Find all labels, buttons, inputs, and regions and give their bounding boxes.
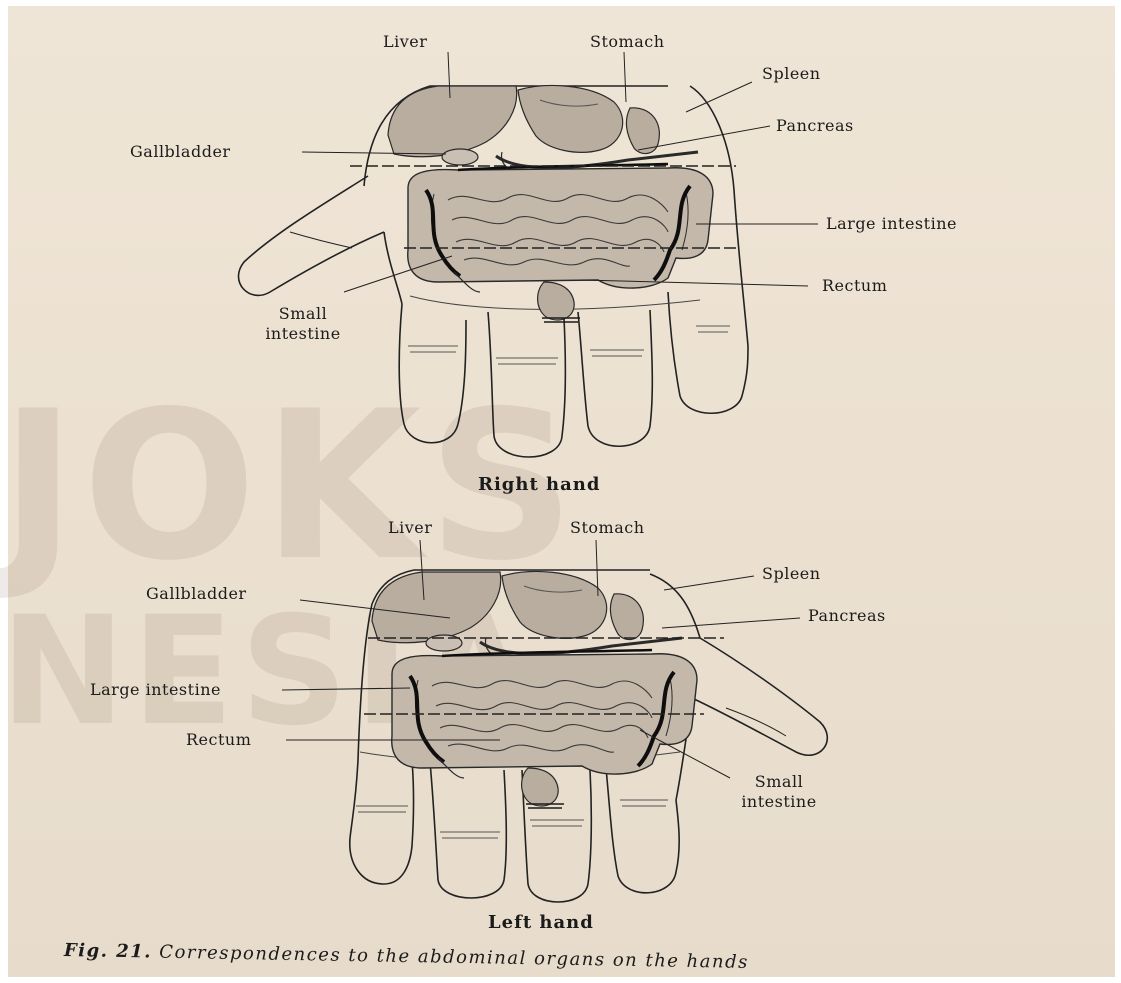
label-small-intestine: Small intestine [720,772,838,812]
figure-number: Fig. 21. [64,940,152,963]
right-hand-title: Right hand [478,476,600,494]
label-pancreas: Pancreas [776,118,854,134]
label-spleen: Spleen [762,566,821,582]
label-small-intestine: Small intestine [244,304,362,344]
label-large-intestine: Large intestine [826,216,957,232]
label-rectum: Rectum [822,278,887,294]
label-stomach: Stomach [570,520,645,536]
label-pancreas: Pancreas [808,608,886,624]
left-hand-drawing [282,540,827,902]
left-hand-title: Left hand [488,914,594,932]
label-liver: Liver [383,34,427,50]
label-gallbladder: Gallbladder [146,586,247,602]
label-spleen: Spleen [762,66,821,82]
label-gallbladder: Gallbladder [130,144,231,160]
label-stomach: Stomach [590,34,665,50]
label-large-intestine: Large intestine [90,682,221,698]
label-liver: Liver [388,520,432,536]
right-hand-drawing [238,52,818,457]
label-rectum: Rectum [186,732,251,748]
